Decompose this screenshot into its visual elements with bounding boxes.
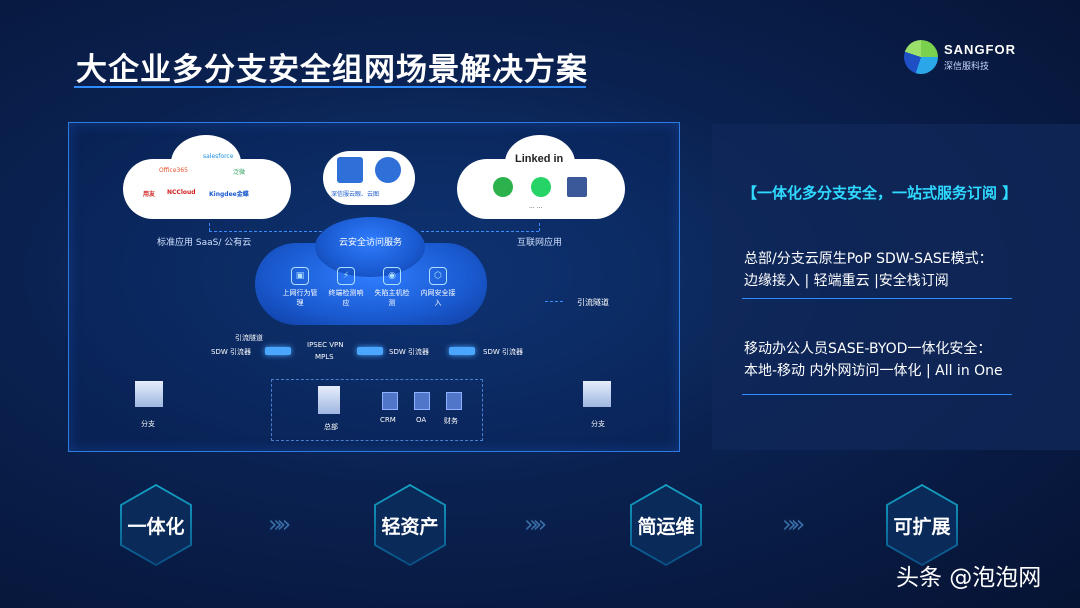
byod-line1: 移动办公人员SASE-BYOD一体化安全： (744, 341, 992, 357)
hq-label: 总部 (324, 423, 338, 431)
facebook-icon (567, 177, 587, 197)
panel-divider (742, 298, 1012, 299)
hq-building-icon (318, 386, 340, 414)
branch-building-icon (135, 381, 163, 407)
feature-light-asset: 轻资产 (381, 516, 439, 538)
sdw-switch-icon (449, 347, 475, 355)
crm-label: CRM (380, 416, 396, 424)
logo-name: SANGFOR (944, 42, 1016, 57)
connector (209, 231, 327, 232)
ipsec-vpn-label: IPSEC VPN (307, 341, 344, 349)
service-behavior-mgmt: ▣ 上网行为管理 (281, 267, 319, 308)
weaver-logo: 泛微 (233, 169, 246, 176)
more-apps: ... ... (529, 203, 543, 210)
globe-logo-icon (904, 40, 938, 74)
sdw-switch-icon (357, 347, 383, 355)
oa-server-icon (414, 392, 430, 410)
service-intranet-access: ⬡ 内网安全接入 (419, 267, 457, 308)
branch-building-icon (583, 381, 611, 407)
yonyou-logo: 用友 (143, 191, 156, 198)
nccloud-logo: NCCloud (167, 189, 196, 196)
office365-logo: Office365 (159, 167, 188, 174)
feature-integration: 一体化 (127, 516, 185, 538)
bolt-icon: ⚡ (337, 267, 355, 285)
feature-scalable: 可扩展 (893, 516, 951, 538)
internet-apps-label: 互联网应用 (517, 238, 563, 248)
internet-apps-cloud: Linked in ... ... (457, 135, 625, 219)
kingdee-logo: Kingdee金蝶 (209, 191, 249, 198)
sangfor-logo: SANGFOR 深信服科技 (904, 38, 1024, 78)
cloud-security-service: 云安全访问服务 ▣ 上网行为管理 ⚡ 终端检测响应 ◉ 失陷主机检测 ⬡ 内网安… (255, 217, 487, 325)
hex-badge (630, 484, 702, 566)
connector (539, 223, 540, 231)
sdw-label: SDW 引流器 (389, 348, 429, 356)
page-title: 大企业多分支安全组网场景解决方案 (76, 52, 588, 88)
sdw-switch-icon (265, 347, 291, 355)
info-panel (712, 124, 1080, 450)
hq-box: 总部 CRM OA 财务 (271, 379, 483, 441)
salesforce-logo: salesforce (203, 153, 234, 160)
tunnel-label-right: 引流隧道 (577, 298, 609, 307)
shield-icon: ⬡ (429, 267, 447, 285)
sangfor-cloud: 深信服云眼、云图 (323, 151, 415, 205)
saas-cloud: salesforce Office365 泛微 用友 NCCloud Kingd… (123, 135, 291, 219)
firewall-icon (337, 157, 363, 183)
sdw-sase-line2: 边缘接入 | 轻端重云 |安全栈订阅 (744, 273, 949, 289)
finance-server-icon (446, 392, 462, 410)
mpls-label: MPLS (315, 353, 334, 361)
panel-divider (742, 394, 1012, 395)
chevron-right-icon: »» (268, 510, 292, 538)
chevron-right-icon: »» (524, 510, 548, 538)
service-compromised-host: ◉ 失陷主机检测 (373, 267, 411, 308)
watermark: 头条 @泡泡网 (896, 565, 1042, 591)
network-diagram: salesforce Office365 泛微 用友 NCCloud Kingd… (68, 122, 680, 452)
linkedin-logo: Linked in (515, 153, 564, 165)
finance-label: 财务 (444, 417, 458, 425)
connector (209, 223, 210, 231)
sdw-label: SDW 引流器 (211, 348, 251, 356)
feature-simple-ops: 简运维 (637, 516, 695, 538)
title-underline (74, 86, 586, 88)
sdw-label: SDW 引流器 (483, 348, 523, 356)
branch-right-label: 分支 (591, 420, 605, 428)
oa-label: OA (416, 416, 427, 424)
service-endpoint-detection: ⚡ 终端检测响应 (327, 267, 365, 308)
saas-cloud-label: 标准应用 SaaS/ 公有云 (157, 238, 252, 248)
panel-heading: 【一体化多分支安全，一站式服务订阅 】 (742, 184, 1018, 202)
logo-subtitle: 深信服科技 (944, 62, 990, 72)
monitor-icon: ▣ (291, 267, 309, 285)
connector (421, 231, 539, 232)
byod-line2: 本地-移动 内外网访问一体化 | All in One (744, 363, 1003, 379)
cloud-tree-icon (375, 157, 401, 183)
connector (545, 301, 563, 302)
sdw-sase-line1: 总部/分支云原生PoP SDW-SASE模式： (744, 251, 993, 267)
sangfor-cloud-label: 深信服云眼、云图 (331, 191, 380, 198)
branch-left-label: 分支 (141, 420, 155, 428)
crm-server-icon (382, 392, 398, 410)
wechat-icon (493, 177, 513, 197)
cloud-security-label: 云安全访问服务 (339, 238, 403, 248)
chevron-right-icon: »» (782, 510, 806, 538)
whatsapp-icon (531, 177, 551, 197)
tunnel-label: 引流隧道 (235, 334, 263, 342)
globe-icon: ◉ (383, 267, 401, 285)
